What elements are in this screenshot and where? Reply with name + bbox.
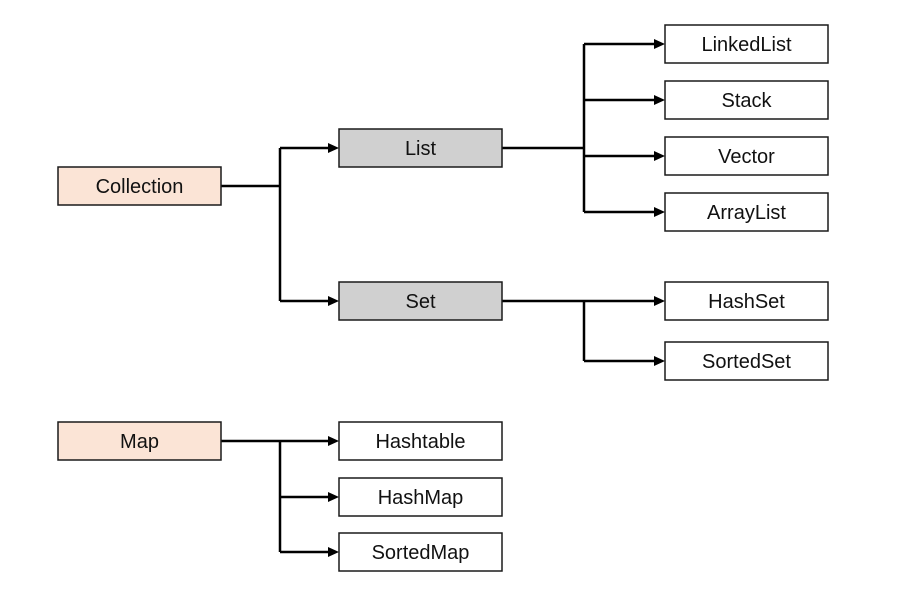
connector-layer bbox=[221, 39, 665, 557]
node-hashset: HashSet bbox=[664, 281, 829, 321]
node-box-stack bbox=[664, 80, 829, 120]
node-box-sortedset bbox=[664, 341, 829, 381]
node-box-hashtable bbox=[338, 421, 503, 461]
arrowhead-sortedset bbox=[654, 356, 665, 366]
node-box-hashset bbox=[664, 281, 829, 321]
node-box-collection bbox=[57, 166, 222, 206]
node-label-collection: Collection bbox=[96, 176, 184, 198]
node-label-set: Set bbox=[405, 291, 435, 313]
node-label-list: List bbox=[405, 138, 437, 160]
arrowhead-vector bbox=[654, 151, 665, 161]
node-box-sortedmap bbox=[338, 532, 503, 572]
node-collection: Collection bbox=[57, 166, 222, 206]
node-list: List bbox=[338, 128, 503, 168]
node-box-list bbox=[338, 128, 503, 168]
node-label-sortedset: SortedSet bbox=[702, 351, 791, 373]
arrowhead-stack bbox=[654, 95, 665, 105]
node-map: Map bbox=[57, 421, 222, 461]
node-vector: Vector bbox=[664, 136, 829, 176]
arrowhead-sortedmap bbox=[328, 547, 339, 557]
node-label-stack: Stack bbox=[721, 90, 772, 112]
arrowhead-arraylist bbox=[654, 207, 665, 217]
node-box-vector bbox=[664, 136, 829, 176]
arrowhead-hashset bbox=[654, 296, 665, 306]
node-sortedmap: SortedMap bbox=[338, 532, 503, 572]
node-label-hashtable: Hashtable bbox=[375, 431, 465, 453]
arrowhead-hashmap bbox=[328, 492, 339, 502]
node-stack: Stack bbox=[664, 80, 829, 120]
node-sortedset: SortedSet bbox=[664, 341, 829, 381]
node-label-linkedlist: LinkedList bbox=[701, 34, 792, 56]
arrowhead-hashtable bbox=[328, 436, 339, 446]
node-box-map bbox=[57, 421, 222, 461]
arrowhead-set bbox=[328, 296, 339, 306]
arrowhead-linkedlist bbox=[654, 39, 665, 49]
node-set: Set bbox=[338, 281, 503, 321]
node-box-hashmap bbox=[338, 477, 503, 517]
node-label-hashmap: HashMap bbox=[378, 487, 464, 509]
node-label-arraylist: ArrayList bbox=[707, 202, 786, 224]
node-label-hashset: HashSet bbox=[708, 291, 785, 313]
node-box-set bbox=[338, 281, 503, 321]
node-hashtable: Hashtable bbox=[338, 421, 503, 461]
node-label-vector: Vector bbox=[718, 146, 775, 168]
arrowhead-list bbox=[328, 143, 339, 153]
node-arraylist: ArrayList bbox=[664, 192, 829, 232]
node-box-arraylist bbox=[664, 192, 829, 232]
node-linkedlist: LinkedList bbox=[664, 24, 829, 64]
node-label-sortedmap: SortedMap bbox=[372, 542, 470, 564]
node-box-linkedlist bbox=[664, 24, 829, 64]
node-label-map: Map bbox=[120, 431, 159, 453]
node-hashmap: HashMap bbox=[338, 477, 503, 517]
